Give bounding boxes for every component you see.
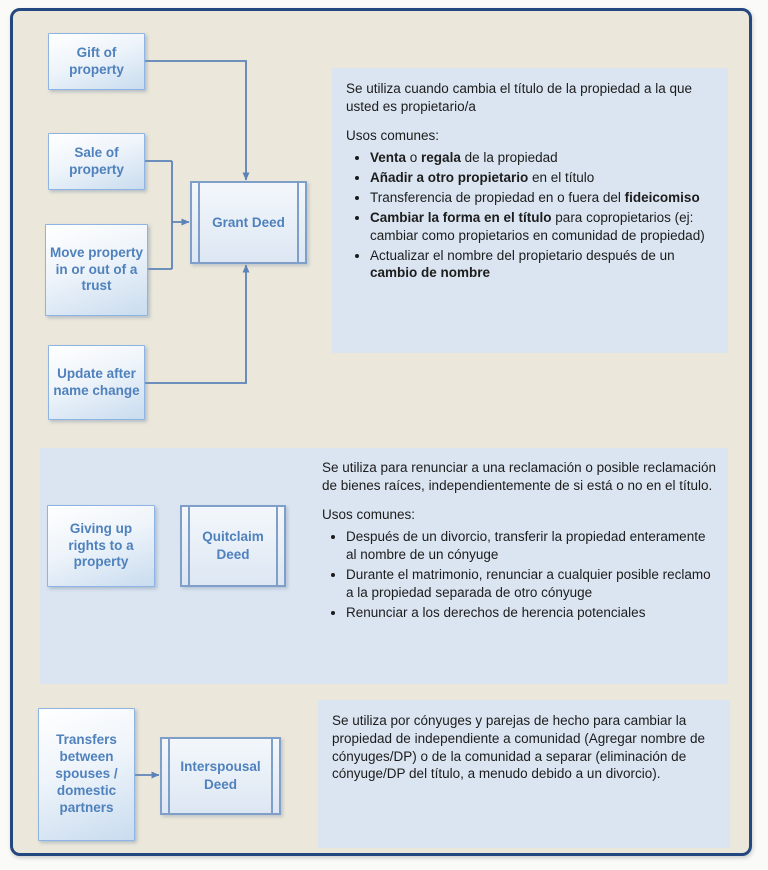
bullet-item: Transferencia de propiedad en o fuera de… (370, 189, 714, 207)
grant-intro: Se utiliza cuando cambia el título de la… (346, 81, 692, 114)
bullet-item: Después de un divorcio, transferir la pr… (346, 528, 716, 564)
bullet-text-bold: cambio de nombre (370, 265, 491, 281)
source-box-giving-up-rights: Giving up rights to a property (47, 505, 155, 587)
source-box-label: Sale of property (69, 144, 124, 177)
quitclaim-uses-heading: Usos comunes: (322, 506, 416, 522)
interspousal-section-panel: Se utiliza por cónyuges y parejas de hec… (318, 700, 730, 848)
quitclaim-info-text: Se utiliza para renunciar a una reclamac… (322, 459, 716, 624)
bullet-item: Cambiar la forma en el título para copro… (370, 209, 714, 245)
deed-box-quitclaim-deed: Quitclaim Deed (180, 505, 286, 587)
source-box-label: Update after name change (53, 365, 140, 398)
bullet-text-bold: Venta (370, 150, 407, 166)
bullet-text: Renunciar a los derechos de herencia pot… (346, 604, 646, 620)
bullet-text: Actualizar el nombre del propietario des… (370, 247, 675, 263)
deed-box-label: Quitclaim Deed (202, 529, 264, 562)
source-box-sale-of-property: Sale of property (48, 133, 145, 190)
grant-uses-heading: Usos comunes: (346, 127, 440, 143)
quitclaim-bullet-list: Después de un divorcio, transferir la pr… (322, 528, 716, 621)
bullet-text: Durante el matrimonio, renunciar a cualq… (346, 567, 711, 600)
bullet-text: Después de un divorcio, transferir la pr… (346, 529, 706, 563)
bullet-text-bold: Añadir a otro propietario (370, 170, 529, 186)
bullet-text-bold: fideicomiso (624, 190, 700, 206)
deed-box-label: Grant Deed (212, 214, 285, 230)
interspousal-intro: Se utiliza por cónyuges y parejas de hec… (332, 713, 706, 782)
source-box-label: Giving up rights to a property (68, 520, 134, 570)
source-box-label: Transfers between spouses / domestic par… (55, 732, 118, 815)
bullet-text: Transferencia de propiedad en o fuera de… (370, 190, 625, 206)
bullet-text: o (406, 150, 422, 166)
bullet-item: Añadir a otro propietario en el título (370, 169, 714, 187)
source-box-transfers-between-spouses: Transfers between spouses / domestic par… (38, 708, 135, 841)
bullet-item: Actualizar el nombre del propietario des… (370, 247, 714, 283)
quitclaim-intro: Se utiliza para renunciar a una reclamac… (322, 460, 716, 493)
source-box-gift-of-property: Gift of property (48, 33, 145, 90)
bullet-item: Venta o regala de la propiedad (370, 149, 714, 167)
deed-box-grant-deed: Grant Deed (190, 181, 307, 264)
source-box-label: Move property in or out of a trust (49, 244, 144, 294)
bullet-text: de la propiedad (460, 150, 558, 166)
bullet-item: Durante el matrimonio, renunciar a cualq… (346, 566, 716, 602)
bullet-text: en el título (528, 170, 595, 186)
source-box-move-property-trust: Move property in or out of a trust (45, 224, 148, 316)
bullet-text-bold: Cambiar la forma en el título (370, 209, 552, 225)
bullet-text: para copropietarios (ej: cambiar como pr… (370, 209, 705, 243)
bullet-text-bold: regala (421, 150, 461, 166)
bullet-item: Renunciar a los derechos de herencia pot… (346, 604, 716, 622)
deed-box-interspousal-deed: Interspousal Deed (160, 737, 281, 815)
source-box-update-after-name-change: Update after name change (48, 345, 145, 420)
deed-box-label: Interspousal Deed (180, 759, 261, 792)
grant-bullet-list: Venta o regala de la propiedadAñadir a o… (346, 149, 714, 282)
grant-section-panel: Se utiliza cuando cambia el título de la… (332, 68, 728, 353)
source-box-label: Gift of property (69, 44, 124, 77)
